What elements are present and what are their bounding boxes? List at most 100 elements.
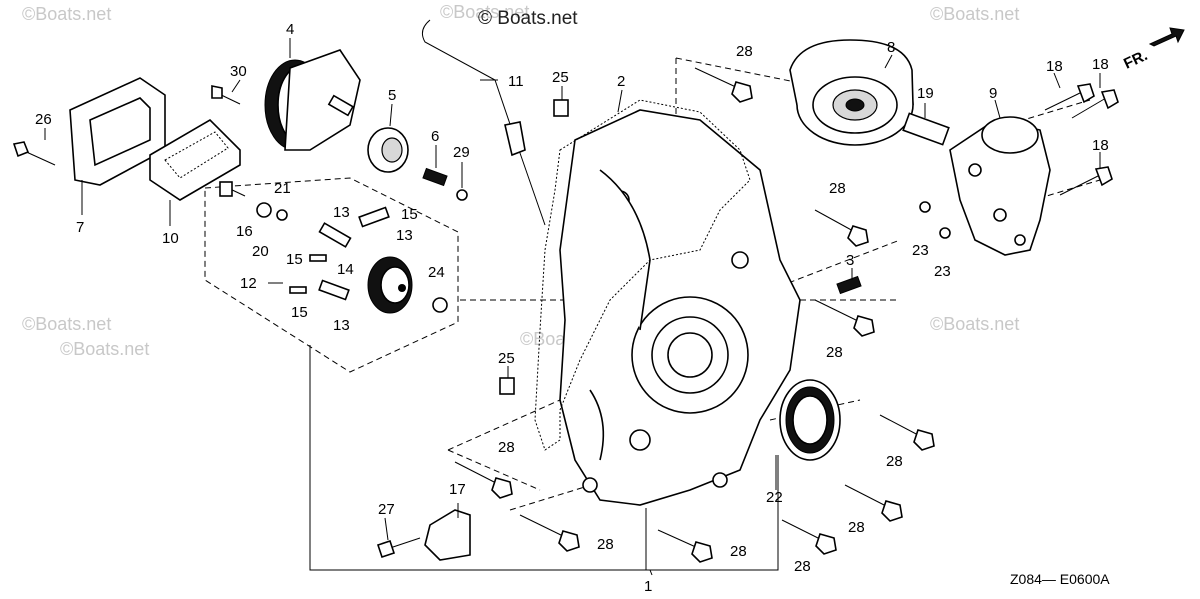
callout-30: 30 bbox=[230, 63, 247, 80]
dowel-pin bbox=[499, 377, 515, 395]
watermark-tile: ©Boats.net bbox=[930, 314, 1019, 334]
watermark-tile: ©Boats.net bbox=[60, 339, 149, 359]
callout-3: 3 bbox=[846, 252, 854, 269]
callout-8: 8 bbox=[887, 39, 895, 56]
crankcase-cover bbox=[559, 109, 801, 506]
callout-12: 12 bbox=[240, 275, 257, 292]
pin bbox=[309, 254, 327, 262]
collar bbox=[367, 127, 409, 173]
breather-plate bbox=[149, 118, 241, 201]
bolt bbox=[657, 529, 713, 563]
callout-16: 16 bbox=[236, 223, 253, 240]
callout-25: 25 bbox=[498, 350, 515, 367]
bolt bbox=[781, 519, 837, 555]
watermark-tile: ©Boats.net bbox=[440, 2, 529, 22]
callout-27: 27 bbox=[378, 501, 395, 518]
governor-gear bbox=[264, 49, 361, 151]
callout-15: 15 bbox=[401, 206, 418, 223]
relief-valve bbox=[318, 279, 350, 301]
callout-28: 28 bbox=[794, 558, 811, 575]
callout-7: 7 bbox=[76, 219, 84, 236]
callout-4: 4 bbox=[286, 21, 294, 38]
callout-28: 28 bbox=[597, 536, 614, 553]
callout-15: 15 bbox=[286, 251, 303, 268]
callout-25: 25 bbox=[552, 69, 569, 86]
callout-18: 18 bbox=[1092, 137, 1109, 154]
callout-28: 28 bbox=[829, 180, 846, 197]
filter-bracket bbox=[949, 116, 1051, 256]
watermark-tile: ©Boats.net bbox=[930, 4, 1019, 24]
callout-5: 5 bbox=[388, 87, 396, 104]
bolt bbox=[814, 299, 875, 337]
callout-14: 14 bbox=[337, 261, 354, 278]
washer bbox=[939, 227, 951, 239]
callout-24: 24 bbox=[428, 264, 445, 281]
diagram-code: Z084— E0600A bbox=[1010, 571, 1110, 587]
bolt bbox=[219, 181, 246, 197]
o-ring bbox=[276, 209, 288, 221]
callout-28: 28 bbox=[826, 344, 843, 361]
callout-29: 29 bbox=[453, 144, 470, 161]
bolt bbox=[211, 85, 241, 105]
gasket bbox=[534, 99, 751, 451]
callout-17: 17 bbox=[449, 481, 466, 498]
bolt bbox=[1071, 89, 1119, 119]
watermark-tile: ©Boats.net bbox=[22, 4, 111, 24]
spring bbox=[836, 275, 862, 295]
bolt bbox=[1059, 166, 1113, 196]
arrow-right-icon bbox=[1148, 27, 1185, 47]
callout-26: 26 bbox=[35, 111, 52, 128]
callout-2: 2 bbox=[617, 73, 625, 90]
pin bbox=[289, 286, 307, 294]
callout-20: 20 bbox=[252, 243, 269, 260]
oil-pump-gear bbox=[367, 256, 413, 314]
washer bbox=[256, 202, 272, 218]
callout-1: 1 bbox=[644, 578, 652, 595]
oil-filter bbox=[789, 39, 914, 146]
callout-15: 15 bbox=[291, 304, 308, 321]
breather-cover bbox=[69, 77, 166, 186]
callout-13: 13 bbox=[333, 204, 350, 221]
callout-28: 28 bbox=[848, 519, 865, 536]
spring bbox=[422, 167, 448, 187]
bolt bbox=[1044, 83, 1095, 111]
washer bbox=[432, 297, 448, 313]
bolt bbox=[12, 141, 56, 166]
callout-19: 19 bbox=[917, 85, 934, 102]
callout-21: 21 bbox=[274, 180, 291, 197]
callout-11: 11 bbox=[508, 73, 524, 90]
bolt bbox=[879, 414, 935, 451]
ball bbox=[456, 189, 468, 201]
callout-13: 13 bbox=[333, 317, 350, 334]
bolt bbox=[844, 484, 903, 522]
bracket bbox=[424, 509, 471, 561]
callout-28: 28 bbox=[736, 43, 753, 60]
callout-13: 13 bbox=[396, 227, 413, 244]
callout-18: 18 bbox=[1092, 56, 1109, 73]
nipple bbox=[902, 112, 950, 146]
callout-6: 6 bbox=[431, 128, 439, 145]
bolt bbox=[519, 514, 580, 552]
bolt bbox=[814, 209, 869, 247]
front-indicator: FR. bbox=[1121, 27, 1185, 73]
callout-23: 23 bbox=[934, 263, 951, 280]
front-label: FR. bbox=[1121, 47, 1150, 73]
watermark-tile: ©Boats.net bbox=[22, 314, 111, 334]
oil-seal bbox=[779, 379, 841, 461]
callout-28: 28 bbox=[730, 543, 747, 560]
relief-valve bbox=[358, 206, 390, 228]
callout-18: 18 bbox=[1046, 58, 1063, 75]
callout-28: 28 bbox=[498, 439, 515, 456]
callout-23: 23 bbox=[912, 242, 929, 259]
bolt bbox=[694, 67, 753, 103]
bolt bbox=[376, 537, 421, 559]
dipstick bbox=[421, 19, 546, 226]
callout-28: 28 bbox=[886, 453, 903, 470]
watermark-main: © Boats.net bbox=[478, 8, 578, 29]
dowel-pin bbox=[553, 99, 569, 117]
callout-10: 10 bbox=[162, 230, 179, 247]
callout-22: 22 bbox=[766, 489, 783, 506]
relief-valve bbox=[318, 222, 352, 248]
washer bbox=[919, 201, 931, 213]
